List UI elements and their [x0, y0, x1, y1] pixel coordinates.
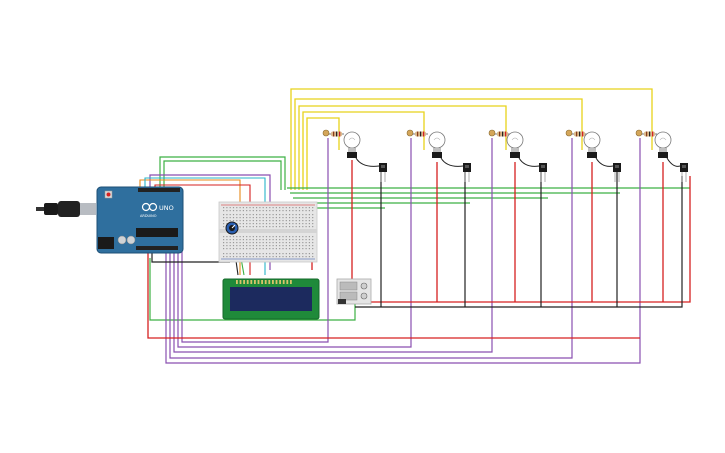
yellow-wires — [290, 88, 653, 190]
infinity-logo — [141, 202, 158, 212]
potentiometer[interactable] — [225, 221, 239, 235]
lcd-pins — [236, 280, 292, 284]
resistor[interactable] — [406, 129, 428, 137]
resistor[interactable] — [565, 129, 587, 137]
black-wires — [151, 172, 683, 308]
lamp-channel — [488, 129, 547, 182]
relay-module[interactable] — [440, 157, 471, 182]
digital-header — [138, 188, 180, 192]
arduino-board[interactable]: UNO ARDUINO — [96, 186, 184, 254]
lamp-channel — [406, 129, 471, 182]
relay-module[interactable] — [355, 157, 387, 182]
relay-module[interactable] — [518, 157, 547, 182]
lamp-channels — [322, 129, 688, 182]
light-bulb[interactable] — [654, 131, 672, 158]
lcd-display[interactable] — [222, 278, 320, 320]
analog-header — [136, 246, 178, 250]
usb-cable — [36, 201, 96, 217]
light-bulb[interactable] — [428, 131, 446, 158]
light-bulb[interactable] — [343, 131, 361, 158]
atmega-chip — [136, 228, 178, 237]
resistor[interactable] — [635, 129, 657, 137]
green-wires — [149, 156, 690, 321]
relay-module[interactable] — [666, 157, 688, 182]
light-bulb[interactable] — [583, 131, 601, 158]
board-label: UNO — [159, 204, 174, 212]
resistor[interactable] — [488, 129, 510, 137]
light-bulb[interactable] — [506, 131, 524, 158]
lamp-channel — [565, 129, 621, 182]
power-jack — [98, 237, 114, 249]
relay-module[interactable] — [595, 157, 621, 182]
power-module[interactable] — [336, 278, 372, 305]
breadboard-holes — [223, 207, 314, 258]
resistor[interactable] — [322, 129, 344, 137]
lamp-channel — [322, 129, 387, 182]
red-wires — [147, 160, 691, 339]
lcd-screen — [230, 287, 312, 311]
lamp-channel — [635, 129, 688, 182]
board-brand: ARDUINO — [140, 214, 157, 218]
